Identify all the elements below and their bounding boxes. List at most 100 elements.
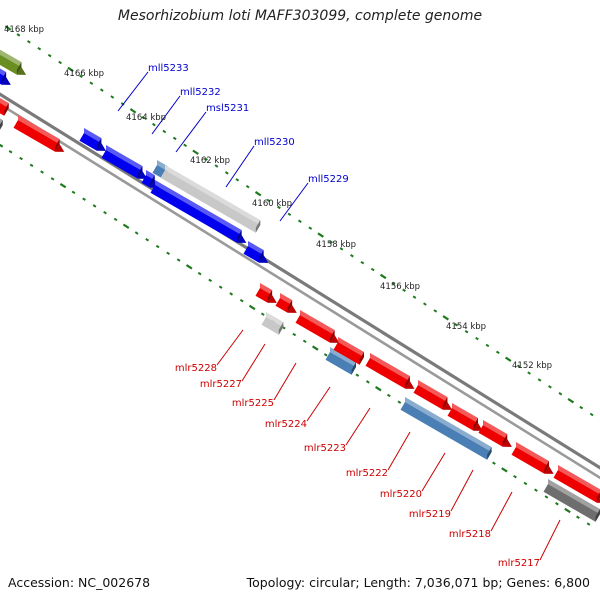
gene-reverse-right [553,465,600,503]
callout-line-mlr5224 [306,386,331,422]
tick-mark [260,312,265,316]
tick-mark [586,522,591,526]
gene-label-mll5230: mll5230 [254,137,295,148]
gene-features [0,49,600,522]
tick-mark [8,150,13,154]
tick-mark [58,60,62,65]
tick-mark [4,25,12,31]
tick-mark [534,488,538,492]
tick-mark [29,163,34,168]
tick-mark [59,182,67,189]
gene-label-mlr5225: mlr5225 [232,398,274,409]
tick-mark [110,95,115,99]
kbp-tick-label: 4168 kbp [4,25,44,35]
tick-mark [464,329,469,334]
tick-mark [277,205,281,210]
callout-line-mlr5227 [241,343,266,382]
tick-mark [82,197,86,201]
callout-line-mll5232 [151,95,181,135]
gene-label-mll5232: mll5232 [180,87,221,98]
gene-mlr5225 [295,310,340,343]
backbone-line-outer [0,92,600,470]
tick-mark [50,177,55,181]
tick-mark [475,336,479,341]
tick-mark [317,232,324,238]
tick-mark [492,461,496,465]
tick-mark [183,143,188,148]
kbp-tick-label: 4158 kbp [316,240,356,250]
tick-mark [134,231,139,235]
gene-mlr5219 [447,403,483,431]
tick-mark [185,264,193,270]
gene-mlr5217 [511,442,554,474]
callout-line-mlr5219 [450,469,474,512]
tick-mark [513,474,517,479]
gene-reverse-edge-b [13,115,65,152]
tick-mark [360,260,365,265]
callout-line-mlr5225 [273,362,297,401]
gene-reverse-edge-a [0,98,9,116]
tick-mark [302,339,307,344]
tick-mark [141,115,146,120]
genome-summary-text: Topology: circular; Length: 7,036,071 bp… [246,575,590,590]
tick-mark [172,136,177,141]
kbp-tick-label: 4166 kbp [64,69,104,79]
tick-mark [312,345,319,351]
tick-mark [287,212,292,217]
tick-mark [329,240,333,244]
gene-mll5229-end [243,241,269,263]
tick-mark [79,74,83,79]
tick-mark [454,323,459,327]
gene-mlr5223 [365,353,415,389]
tick-mark [375,385,382,392]
gene-olive [0,49,27,75]
tick-mark [162,129,167,134]
tick-mark [224,171,229,175]
tick-mark [208,278,213,283]
gene-label-mlr5219: mlr5219 [409,509,451,520]
tick-mark [113,217,118,222]
tick-mark [19,156,23,161]
tick-mark [527,371,531,375]
callout-line-mll5233 [117,71,149,112]
tick-mark [152,122,156,127]
callout-line-mlr5223 [345,407,371,446]
accession-text: Accession: NC_002678 [8,575,151,590]
tick-mark [239,298,244,303]
gene-mll5229 [150,180,247,243]
backbone-line-inner [0,102,600,480]
tick-marks [0,25,594,526]
tick-mark [365,380,370,384]
tick-mark [16,33,21,37]
gene-mll5233 [79,128,106,151]
tick-mark [402,288,406,292]
tick-mark [579,405,584,410]
tick-mark [350,254,354,258]
tick-mark [504,356,512,362]
tick-mark [523,481,528,486]
tick-mark [248,304,256,311]
gene-mll5232 [101,145,148,179]
kbp-tick-label: 4162 kbp [190,156,230,166]
gene-mlr5218 [478,420,512,447]
gene-mlr5220 [400,397,492,460]
tick-mark [391,281,396,286]
callout-line-mlr5218 [490,491,513,532]
tick-mark [564,507,571,514]
gene-label-mll5229: mll5229 [308,174,349,185]
gene-label-mlr5227: mlr5227 [200,379,242,390]
tick-mark [292,332,297,337]
tick-mark [485,343,490,348]
tick-mark [308,226,313,230]
tick-mark [397,400,402,404]
tick-mark [122,223,130,229]
tick-mark [516,364,521,368]
tick-mark [67,66,74,73]
tick-mark [386,393,391,398]
tick-mark [218,285,223,289]
tick-mark [235,178,240,182]
tick-mark [99,88,104,92]
tick-mark [192,149,199,155]
